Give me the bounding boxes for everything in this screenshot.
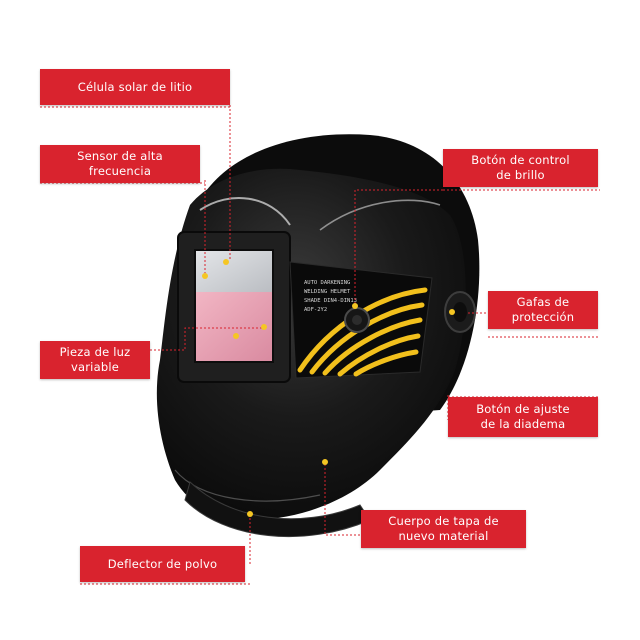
headband-knob-center <box>453 302 467 322</box>
shell-highlight-3 <box>174 469 321 502</box>
shell-highlight <box>199 197 291 226</box>
marker-brightness <box>352 303 358 309</box>
label-brightness: Botón de control de brillo <box>443 149 598 187</box>
marker-dust <box>247 511 253 517</box>
brightness-knob-center <box>352 315 362 325</box>
svg-text:WELDING HELMET: WELDING HELMET <box>304 289 351 295</box>
marker-solar-cell <box>223 259 229 265</box>
shell-highlight-2 <box>319 199 441 231</box>
markers <box>202 259 455 517</box>
marker-shell <box>322 459 328 465</box>
marker-sensor <box>202 273 208 279</box>
lens-bottom <box>195 292 273 362</box>
lens-top <box>195 250 273 294</box>
lens-border <box>194 249 274 363</box>
marker-variable-light-1 <box>233 333 239 339</box>
label-sensor: Sensor de alta frecuencia <box>40 145 200 183</box>
marker-variable-light-2 <box>261 324 267 330</box>
yellow-decal <box>297 287 428 377</box>
marker-goggles <box>449 309 455 315</box>
svg-text:SHADE DIN4-DIN13: SHADE DIN4-DIN13 <box>304 298 357 304</box>
label-headband: Botón de ajuste de la diadema <box>448 397 598 437</box>
svg-text:ADF-2Y2: ADF-2Y2 <box>304 307 327 313</box>
label-dust: Deflector de polvo <box>80 546 245 582</box>
side-text: AUTO DARKENING WELDING HELMET SHADE DIN4… <box>304 280 357 313</box>
svg-text:AUTO DARKENING: AUTO DARKENING <box>304 280 350 286</box>
label-shell: Cuerpo de tapa de nuevo material <box>361 510 526 548</box>
label-solar-cell: Célula solar de litio <box>40 69 230 105</box>
label-goggles: Gafas de protección <box>488 291 598 329</box>
label-variable-light: Pieza de luz variable <box>40 341 150 379</box>
